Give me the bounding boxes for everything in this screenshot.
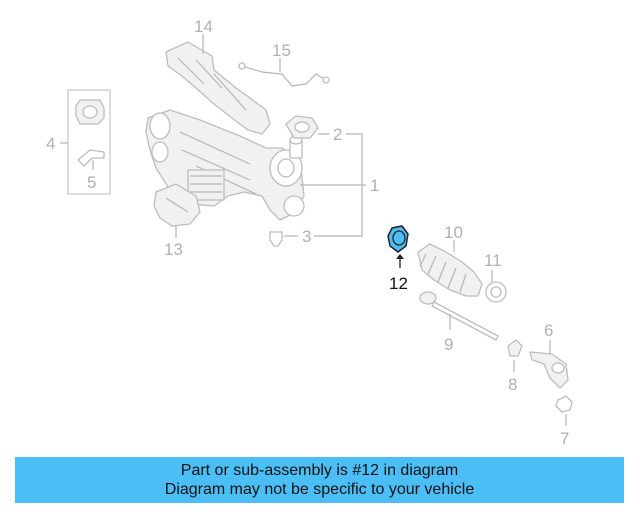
part-11-clamp bbox=[485, 270, 507, 303]
part-7-nut bbox=[555, 395, 573, 426]
banner-line-part: Part or sub-assembly is #12 in diagram bbox=[180, 462, 459, 479]
callout-11: 11 bbox=[484, 251, 502, 270]
part-9-tie-rod bbox=[419, 291, 499, 341]
callout-13: 13 bbox=[164, 240, 183, 259]
callout-14: 14 bbox=[194, 17, 213, 36]
callout-2: 2 bbox=[333, 125, 342, 144]
callout-1: 1 bbox=[370, 176, 379, 195]
part-8-nut bbox=[507, 339, 523, 372]
part-4-bushing bbox=[60, 89, 111, 195]
callout-4: 4 bbox=[46, 134, 55, 153]
part-10-boot bbox=[417, 240, 483, 297]
banner-line-disclaimer: Diagram may not be specific to your vehi… bbox=[164, 481, 475, 498]
info-banner: Part or sub-assembly is #12 in diagram D… bbox=[15, 457, 624, 503]
part-2-mount bbox=[285, 115, 330, 139]
callout-15: 15 bbox=[272, 41, 291, 60]
callout-3: 3 bbox=[302, 227, 311, 246]
part-15-harness bbox=[238, 58, 330, 87]
callout-7: 7 bbox=[560, 429, 569, 448]
part-5-bracket bbox=[77, 149, 105, 170]
part-14-shield bbox=[165, 34, 271, 135]
callout-5: 5 bbox=[87, 173, 96, 192]
part-12-clamp bbox=[387, 225, 409, 268]
callout-10: 10 bbox=[444, 223, 463, 242]
part-6-tie-rod-end bbox=[529, 340, 569, 389]
callout-8: 8 bbox=[508, 375, 517, 394]
callout-9: 9 bbox=[444, 335, 453, 354]
callout-bracket bbox=[314, 133, 363, 237]
callout-6: 6 bbox=[544, 321, 553, 340]
callout-12: 12 bbox=[389, 274, 408, 293]
part-3-bolt bbox=[269, 231, 298, 247]
part-13-shield bbox=[153, 183, 201, 238]
